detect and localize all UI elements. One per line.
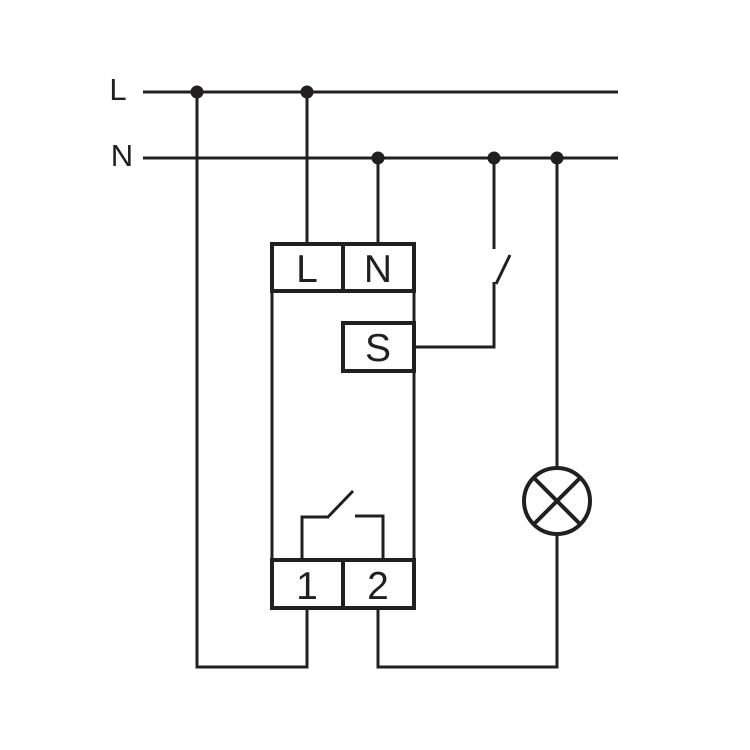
switch-blade <box>494 254 512 285</box>
terminal-l-label: L <box>296 248 318 291</box>
junction-dot-neutral-3 <box>550 151 564 165</box>
neutral-bus-label: N <box>111 138 133 173</box>
terminal-2: 2 <box>341 558 416 610</box>
terminal-l: L <box>270 242 345 293</box>
terminal-l-box <box>270 242 345 293</box>
external-switch-symbol <box>412 158 512 349</box>
wire-switch-to-terminal-s <box>412 282 496 349</box>
relay-contact-right-lead <box>355 514 385 560</box>
relay-contact-symbol <box>300 489 385 560</box>
junction-dot-neutral-1 <box>371 151 385 165</box>
terminal-s-label: S <box>365 327 391 370</box>
relay-contact-blade <box>325 489 355 520</box>
terminal-n-label: N <box>364 248 392 291</box>
wire-terminal-2-to-lamp <box>376 534 559 669</box>
lamp-circle <box>522 466 592 536</box>
device-body <box>270 242 416 610</box>
junction-dot-neutral-2 <box>487 151 501 165</box>
neutral-bus: N <box>111 138 618 173</box>
terminal-1-label: 1 <box>296 565 318 608</box>
relay-contact-left-lead <box>300 515 327 560</box>
junction-dot-live-1 <box>190 85 204 99</box>
terminal-2-box <box>341 558 416 610</box>
terminal-s-box <box>341 321 416 373</box>
terminal-s: S <box>341 321 416 373</box>
live-bus: L <box>109 72 618 107</box>
lamp-symbol <box>522 466 592 536</box>
terminal-n: N <box>341 242 416 293</box>
junction-dot-live-2 <box>300 85 314 99</box>
terminal-1-box <box>270 558 345 610</box>
terminal-n-box <box>341 242 416 293</box>
live-bus-label: L <box>109 72 126 107</box>
wire-live-to-terminal-1 <box>195 92 309 669</box>
terminal-1: 1 <box>270 558 345 610</box>
terminal-2-label: 2 <box>367 565 389 608</box>
lamp-cross-stroke-2 <box>532 476 582 526</box>
